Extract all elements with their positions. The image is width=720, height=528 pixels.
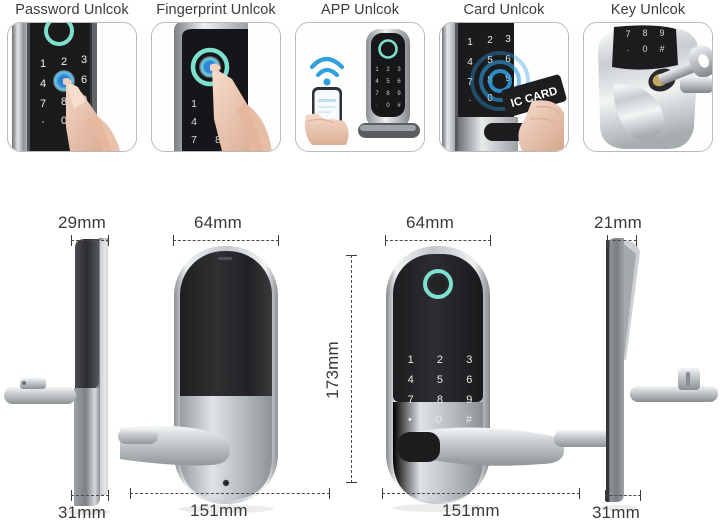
unlock-card-key[interactable]: Key Unlcok 7 8 9 xyxy=(580,0,716,170)
svg-text:6: 6 xyxy=(81,74,87,86)
unlock-card-card-label: Card Unlcok xyxy=(463,2,545,18)
svg-text:0: 0 xyxy=(386,103,390,109)
dim-line-173mm xyxy=(346,255,357,483)
unlock-card-fingerprint-label: Fingerprint Unlcok xyxy=(156,2,276,18)
svg-text:4: 4 xyxy=(191,116,197,128)
unlock-card-password-label: Password Unlcok xyxy=(15,2,129,18)
svg-text:5: 5 xyxy=(487,55,493,66)
keypad-row: 1 2 3 xyxy=(396,350,484,370)
keypad-key-9[interactable]: 9 xyxy=(466,394,473,406)
svg-text:8: 8 xyxy=(61,96,67,108)
svg-text:7: 7 xyxy=(191,134,197,146)
svg-text:4: 4 xyxy=(375,79,379,85)
keypad-key-0[interactable]: 0 xyxy=(435,414,442,426)
svg-text:4: 4 xyxy=(40,78,46,90)
dim-line-21mm xyxy=(607,235,637,246)
svg-text:7: 7 xyxy=(375,91,379,97)
keypad-key-4[interactable]: 4 xyxy=(407,374,414,386)
ic-card-photo: 123 456 789 ·0# IC CARD xyxy=(439,22,569,152)
svg-text:6: 6 xyxy=(505,54,511,65)
svg-text:7: 7 xyxy=(40,98,46,110)
svg-text:2: 2 xyxy=(61,56,67,68)
dim-label-64mm-right: 64mm xyxy=(406,213,455,232)
dim-label-29mm: 29mm xyxy=(58,213,107,232)
dim-label-151mm-right: 151mm xyxy=(442,501,500,520)
keypad-key-8[interactable]: 8 xyxy=(436,394,444,406)
svg-text:·: · xyxy=(41,116,45,128)
svg-text:8: 8 xyxy=(642,28,647,38)
unlock-card-app[interactable]: APP Unlcok 1 2 3 xyxy=(292,0,428,170)
dim-label-173mm: 173mm xyxy=(323,341,342,399)
svg-text:1: 1 xyxy=(191,98,197,110)
dim-label-31mm-right: 31mm xyxy=(592,503,641,522)
dim-line-31mm-right xyxy=(605,490,641,501)
dim-label-151mm-left: 151mm xyxy=(190,501,248,520)
svg-text:4: 4 xyxy=(467,57,473,68)
keypad-key-7[interactable]: 7 xyxy=(407,394,414,406)
svg-text:8: 8 xyxy=(215,134,221,146)
keypad-finger-photo: 123 456 789 ·0# xyxy=(7,22,137,152)
dim-line-151mm-left xyxy=(130,488,330,499)
svg-text:3: 3 xyxy=(81,54,87,66)
unlock-methods-row: Password Unlcok xyxy=(0,0,720,170)
unlock-card-password[interactable]: Password Unlcok xyxy=(4,0,140,170)
dim-line-29mm xyxy=(71,235,109,246)
svg-text:5: 5 xyxy=(386,79,390,85)
left-side-profile-view: 29mm 31mm xyxy=(0,200,150,528)
exterior-panel-front-view: 1 2 3 4 5 6 7 8 9 • 0 # 64mm xyxy=(374,200,624,528)
keypad-key-dot[interactable]: • xyxy=(407,414,412,426)
keypad-row: 4 5 6 xyxy=(396,370,484,390)
metal-key-photo: 7 8 9 · 0 # xyxy=(583,22,713,152)
svg-text:#: # xyxy=(659,44,664,54)
svg-text:·: · xyxy=(376,103,378,109)
svg-text:·: · xyxy=(627,45,630,55)
svg-text:8: 8 xyxy=(386,91,390,97)
unlock-card-fingerprint[interactable]: Fingerprint Unlcok xyxy=(148,0,284,170)
svg-text:9: 9 xyxy=(659,28,664,38)
keypad-key-hash[interactable]: # xyxy=(465,414,472,426)
keypad-row: 7 8 9 xyxy=(396,390,484,410)
svg-text:7: 7 xyxy=(467,77,473,88)
svg-text:1: 1 xyxy=(467,37,473,48)
keypad-row: • 0 # xyxy=(396,410,484,430)
phone-wifi-photo: 1 2 3 4 5 6 7 8 9 · 0 # xyxy=(295,22,425,152)
keypad-key-3[interactable]: 3 xyxy=(466,354,473,366)
svg-text:#: # xyxy=(397,103,401,109)
dim-line-31mm xyxy=(71,490,109,501)
unlock-card-card[interactable]: Card Unlcok 1 2 3 xyxy=(436,0,572,170)
dim-label-21mm: 21mm xyxy=(594,213,643,232)
dim-label-31mm-left: 31mm xyxy=(58,503,107,522)
unlock-card-key-label: Key Unlcok xyxy=(610,2,686,18)
svg-text:3: 3 xyxy=(505,34,511,45)
svg-text:7: 7 xyxy=(625,29,630,39)
svg-text:1: 1 xyxy=(375,67,379,73)
dim-line-64mm-left xyxy=(173,235,279,246)
svg-text:2: 2 xyxy=(487,35,493,46)
svg-text:2: 2 xyxy=(386,67,390,73)
dim-line-64mm-right xyxy=(385,235,491,246)
keypad-key-5[interactable]: 5 xyxy=(436,374,444,386)
keypad-key-1[interactable]: 1 xyxy=(407,354,414,366)
fingerprint-finger-photo: 123 456 789 xyxy=(151,22,281,152)
keypad[interactable]: 1 2 3 4 5 6 7 8 9 • 0 # xyxy=(396,350,484,430)
dimension-drawings: 29mm 31mm xyxy=(0,200,720,528)
svg-text:6: 6 xyxy=(397,79,401,85)
svg-text:1: 1 xyxy=(40,58,46,70)
right-side-profile-view: 21mm 31mm xyxy=(580,200,720,528)
svg-text:3: 3 xyxy=(397,67,401,73)
svg-text:0: 0 xyxy=(61,115,67,127)
keypad-key-2[interactable]: 2 xyxy=(436,354,444,366)
svg-text:·: · xyxy=(468,95,471,106)
keypad-key-6[interactable]: 6 xyxy=(466,374,473,386)
unlock-card-app-label: APP Unlcok xyxy=(320,2,400,18)
dim-label-64mm-left: 64mm xyxy=(194,213,243,232)
svg-text:9: 9 xyxy=(397,91,401,97)
interior-panel-front-view: 64mm 173mm 151mm xyxy=(118,200,368,528)
dim-line-151mm-right xyxy=(382,488,580,499)
svg-text:0: 0 xyxy=(642,44,647,54)
